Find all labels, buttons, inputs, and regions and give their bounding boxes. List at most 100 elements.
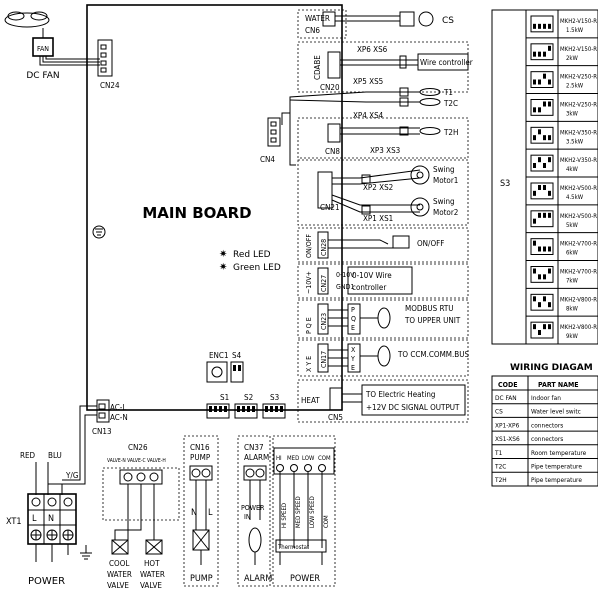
cn16-connector [189,465,213,481]
s3-table-label: S3 [500,179,510,189]
cn4-connector [267,117,281,147]
s3-setting-icon [530,15,554,33]
wiring-part: Pipe temperature [531,476,582,484]
green-led-label: Green LED [233,263,281,273]
enc1-dial[interactable] [206,361,228,383]
wiring-title: WIRING DIAGAM [510,363,593,373]
s3-model-power: 1.5kW [566,27,584,34]
v-ctrl-b: controller [352,283,386,292]
heat-label-b: +12V DC SIGNAL OUTPUT [366,403,460,412]
cn24-label: CN24 [100,81,120,90]
wiring-part: connectors [531,421,563,429]
wiring-code: T2H [494,476,507,484]
xt1-label: XT1 [6,517,21,527]
fan-label: FAN [37,45,49,53]
swing1-label-a: Swing [433,165,455,174]
s3-setting-icon [530,266,554,283]
s3-model-power: 4.5kW [566,194,584,201]
cn17-label: CN17 [320,351,328,368]
s3-setting-icon [530,71,554,88]
pump-n-label: N [191,508,197,518]
acl-label: AC-L [110,403,126,412]
xp1xs1-label: XP1 XS1 [363,214,393,223]
wiring-part: Room temperature [531,449,587,457]
wire-controller-label: Wire controller [420,58,473,67]
cn13-label: CN13 [92,427,112,436]
modbus-label-b: TO UPPER UNIT [404,316,461,325]
wiring-header-part: PART NAME [538,381,579,389]
v-pin-top: 0-10V [336,271,355,279]
swing-motor2-icon [410,197,430,217]
com-speed-label: COM [323,515,330,528]
s3-model-name: MKH2-V250-R [560,101,597,108]
wiring-part: Water level switc [531,408,581,416]
red-label: RED [20,451,36,460]
low-speed-label: LOW SPEED [309,496,316,528]
s3-model-name: MKH2-V700-R [560,268,597,275]
cn21-connector [317,171,333,209]
s3-model-name: MKH2-V500-R [560,185,597,192]
heat-label: HEAT [301,396,320,405]
med-speed-label: MED SPEED [295,496,302,528]
cn26-connector [119,469,163,485]
wiring-code: XS1-XS6 [495,435,520,443]
s4-switch[interactable] [230,361,244,383]
p-pin: P [351,306,355,314]
l-label: L [32,514,37,524]
wiring-part: Indoor fan [531,394,561,402]
onoff-side-label: ON/OFF [305,234,313,258]
t2h-label: T2H [443,128,458,137]
s3-setting-icon [530,238,554,256]
cn5-label: CN5 [328,413,343,422]
modbus-side-label: P Q E [305,317,313,334]
main-board-title: MAIN BOARD [142,204,251,222]
hot-valve-icon [145,539,163,555]
low-pin: LOW [302,455,315,462]
modbus-label-a: MODBUS RTU [405,304,454,313]
cn26-pins: VALVE-N VALVE-C VALVE-H [107,458,166,464]
xye-side-label: X Y E [305,356,313,372]
s4-label: S4 [232,351,242,360]
s3-label: S3 [270,393,279,402]
s1-dip-switch[interactable] [206,403,230,419]
ground-symbol-left [80,545,92,560]
heat-label-a: TO Electric Heating [365,390,436,399]
s3-dip-switch[interactable] [262,403,286,419]
s3-table [491,9,598,345]
t2c-sensor-icon [419,98,441,106]
s3-setting-icon [530,99,554,116]
wiring-part: connectors [531,435,563,443]
s2-dip-switch[interactable] [234,403,258,419]
led-red-icon: ✷ [219,249,227,260]
swing2-label-a: Swing [433,197,455,206]
wiring-code: CS [495,408,503,416]
water-label: WATER [305,14,330,23]
cn23-label: CN23 [320,313,328,330]
cool-label-c: VALVE [107,581,129,590]
t1-label: T1 [443,88,453,97]
s3-model-power: 3.5kW [566,138,584,145]
y-pin: Y [350,355,355,363]
heat-output-box [361,384,466,416]
x-pin: X [351,346,356,354]
s3-model-name: MKH2-V150-R [560,46,597,53]
thermostat-label: Thermostat [277,544,309,551]
speed-power-label: POWER [290,574,320,584]
swing2-label-b: Motor2 [433,208,458,217]
xp3xs3-label: XP3 XS3 [370,146,400,155]
xp4xs4-label: XP4 XS4 [353,111,384,120]
e-pin-2: E [351,364,355,372]
s3-model-power: 7kW [566,277,579,284]
cn37-label: CN37 [244,443,264,452]
q-pin: Q [351,315,356,323]
cs-label: CS [442,16,454,26]
wire-controller-box [417,53,469,71]
cn13-connector [96,399,110,423]
wiring-header-code: CODE [498,381,518,389]
t2c-label: T2C [443,99,458,108]
s3-model-name: MKH2-V500-R [560,213,597,220]
alarm-label: ALARM [244,574,272,584]
cn37-connector [243,465,267,481]
s3-model-name: MKH2-V800-R [560,324,597,331]
pump-l-label: L [208,508,213,518]
